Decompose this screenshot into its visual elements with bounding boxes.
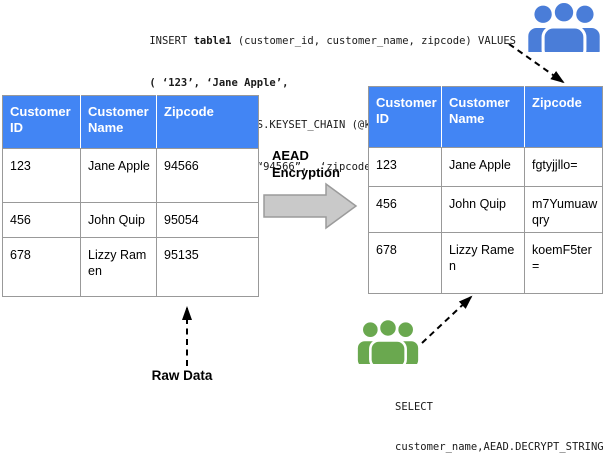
column-header: Customer Name <box>80 95 157 149</box>
users-group-blue-icon <box>528 1 600 52</box>
table-cell: John Quip <box>441 186 525 233</box>
code-line: INSERT table1 (customer_id, customer_nam… <box>143 35 516 47</box>
writer-to-table-dashed-arrow <box>508 43 565 84</box>
table-cell: m7Yumuawqry <box>524 186 603 233</box>
table-cell: 678 <box>368 232 442 294</box>
table-row: 123 Jane Apple fgtyjjllo= <box>368 147 603 187</box>
raw-data-label: Raw Data <box>151 368 213 383</box>
column-header: Customer ID <box>368 86 442 148</box>
table-cell: 94566 <box>156 148 259 203</box>
column-header: Zipcode <box>156 95 259 149</box>
table-cell: koemF5ter= <box>524 232 603 294</box>
select-query-code: SELECT customer_name,AEAD.DECRYPT_STRING… <box>395 374 604 469</box>
code-line: SELECT <box>395 400 433 413</box>
table-cell: 678 <box>2 237 81 297</box>
table-cell: Jane Apple <box>441 147 525 187</box>
table-cell: Lizzy Ramen <box>80 237 157 297</box>
code-line: ( ‘123’, ‘Jane Apple’, <box>143 77 289 89</box>
plaintext-table: Customer ID Customer Name Zipcode 123 Ja… <box>2 95 259 297</box>
table-cell: 456 <box>2 202 81 238</box>
table-row: 678 Lizzy Ramen 95135 <box>2 237 259 297</box>
aead-encryption-label: AEAD Encryption <box>272 148 340 180</box>
code-line: customer_name,AEAD.DECRYPT_STRING <box>395 441 604 454</box>
column-header: Zipcode <box>524 86 603 148</box>
encryption-flow-arrow <box>263 182 358 230</box>
table-cell: 123 <box>368 147 442 187</box>
table-cell: 95054 <box>156 202 259 238</box>
table-row: 123 Jane Apple 94566 <box>2 148 259 203</box>
column-header: Customer Name <box>441 86 525 148</box>
raw-data-dashed-arrow <box>182 306 192 366</box>
table-row: 456 John Quip 95054 <box>2 202 259 238</box>
column-header: Customer ID <box>2 95 81 149</box>
table-row: 456 John Quip m7Yumuawqry <box>368 186 603 233</box>
table-cell: Lizzy Ramen <box>441 232 525 294</box>
table-cell: John Quip <box>80 202 157 238</box>
table-header-row: Customer ID Customer Name Zipcode <box>2 95 259 149</box>
table-cell: 123 <box>2 148 81 203</box>
table-cell: 456 <box>368 186 442 233</box>
users-group-green-icon <box>357 317 419 364</box>
encrypted-table: Customer ID Customer Name Zipcode 123 Ja… <box>368 86 603 294</box>
table-cell: fgtyjjllo= <box>524 147 603 187</box>
table-cell: Jane Apple <box>80 148 157 203</box>
table-header-row: Customer ID Customer Name Zipcode <box>368 86 603 148</box>
table-cell: 95135 <box>156 237 259 297</box>
reader-to-table-dashed-arrow <box>421 295 473 344</box>
table-row: 678 Lizzy Ramen koemF5ter= <box>368 232 603 294</box>
